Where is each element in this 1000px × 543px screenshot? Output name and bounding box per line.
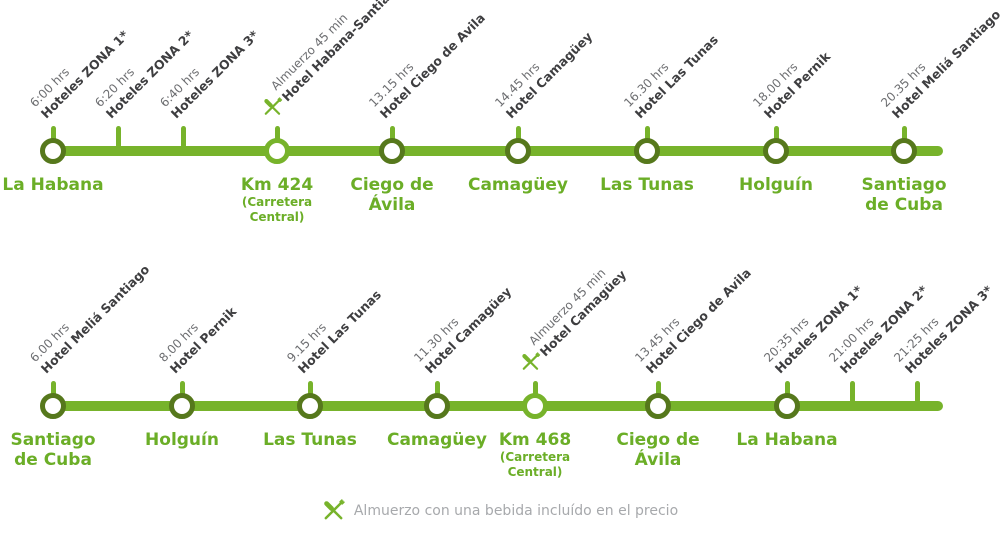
- city-label: Camagüey: [468, 175, 568, 195]
- city-label: La Habana: [2, 175, 103, 195]
- stop-tick-icon: [773, 126, 779, 148]
- stop-tick-icon: [515, 126, 521, 148]
- stop-hotel: Hotel Meliá Santiago: [37, 262, 153, 377]
- city-name: La Habana: [736, 430, 838, 450]
- city-name: Ávila: [634, 450, 682, 471]
- stop-tick-icon: [389, 126, 395, 148]
- crossed-utensils-icon: [322, 499, 345, 522]
- stop-tick-icon: [784, 381, 790, 403]
- route-line: [48, 146, 943, 156]
- stop-circle-icon: [379, 138, 405, 164]
- stop-circle-icon: [40, 138, 66, 164]
- stop-tick-icon: [434, 381, 440, 403]
- city-name: Holguín: [145, 430, 219, 450]
- city-name: Santiago: [861, 175, 947, 195]
- stop-circle-icon: [645, 393, 671, 419]
- city-label: Holguín: [145, 430, 219, 450]
- city-subtitle: Central): [249, 209, 305, 224]
- city-label: Holguín: [739, 175, 813, 195]
- stop-tick-icon: [655, 381, 661, 403]
- city-label: Las Tunas: [600, 175, 694, 195]
- stop-circle-icon: [169, 393, 195, 419]
- stop-time: 6.00 hrs: [27, 320, 72, 366]
- stop-tick-icon: [914, 381, 920, 403]
- city-label: La Habana: [736, 430, 837, 450]
- city-name: Ávila: [368, 195, 416, 216]
- stop-tick-icon: [849, 381, 855, 403]
- city-name: Ciego de: [616, 430, 700, 450]
- city-name: La Habana: [2, 175, 104, 195]
- stop-circle-icon: [505, 138, 531, 164]
- stop-tick-icon: [50, 126, 56, 148]
- stop-circle-icon: [40, 393, 66, 419]
- footer-note: Almuerzo con una bebida incluído en el p…: [0, 499, 1000, 522]
- city-name: Las Tunas: [263, 430, 357, 450]
- stop-circle-icon: [424, 393, 450, 419]
- crossed-utensils-icon: [262, 97, 283, 117]
- city-subtitle: (Carretera: [241, 195, 313, 210]
- city-label: Camagüey: [387, 430, 487, 450]
- city-name: Las Tunas: [600, 175, 694, 195]
- stop-tick-icon: [307, 381, 313, 403]
- stop-circle-icon: [297, 393, 323, 419]
- stop-tick-icon: [644, 126, 650, 148]
- city-name: Camagüey: [386, 430, 488, 450]
- stop-tick-icon: [115, 126, 121, 148]
- stop-circle-icon: [264, 138, 290, 164]
- stop-hotel: Hotel Ciego de Avila: [642, 265, 755, 377]
- stop-circle-icon: [634, 138, 660, 164]
- city-subtitle: (Carretera: [499, 450, 571, 465]
- footer-note-text: Almuerzo con una bebida incluído en el p…: [353, 502, 679, 519]
- stop-tick-icon: [274, 126, 280, 148]
- stop-tick-icon: [532, 381, 538, 403]
- city-name: Holguín: [739, 175, 813, 195]
- city-name: Ciego de: [350, 175, 434, 195]
- stop-tick-icon: [901, 126, 907, 148]
- stop-circle-icon: [763, 138, 789, 164]
- crossed-utensils-icon: [520, 352, 541, 372]
- stop-circle-icon: [522, 393, 548, 419]
- city-subtitle: Central): [507, 464, 563, 479]
- stop-circle-icon: [891, 138, 917, 164]
- stop-circle-icon: [774, 393, 800, 419]
- city-name: de Cuba: [865, 195, 943, 216]
- city-name: Km 424: [240, 175, 314, 195]
- stop-tick-icon: [180, 126, 186, 148]
- city-name: Camagüey: [467, 175, 569, 195]
- city-name: Km 468: [498, 430, 572, 450]
- city-label: Las Tunas: [263, 430, 357, 450]
- stop-tick-icon: [179, 381, 185, 403]
- stop-time: 13.45 hrs: [632, 314, 683, 366]
- city-name: Santiago: [10, 430, 96, 450]
- stop-tick-icon: [50, 381, 56, 403]
- city-name: de Cuba: [14, 450, 92, 471]
- route-line: [48, 401, 943, 411]
